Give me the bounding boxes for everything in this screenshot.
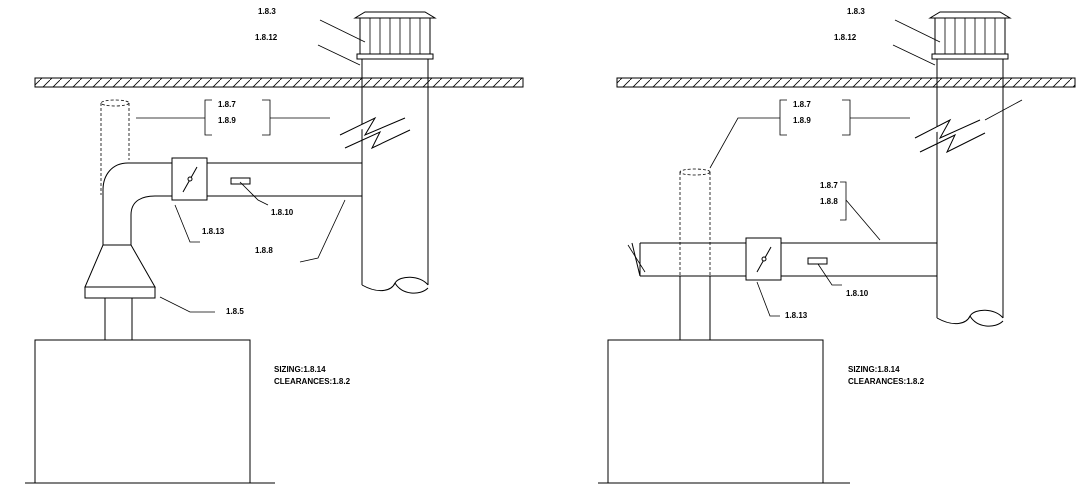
draft-hood-left <box>84 244 156 340</box>
label-bracket2-left: 1.8.9 <box>218 116 236 125</box>
label-flashing-right: 1.8.12 <box>834 33 857 42</box>
label-bracket2-right: 1.8.9 <box>793 116 811 125</box>
label-cap-right: 1.8.3 <box>847 7 865 16</box>
label-draft-hood-left: 1.8.5 <box>226 307 244 316</box>
rain-cap-right <box>928 11 1012 60</box>
roof-right <box>616 77 1076 88</box>
label-draft-gauge-left: 1.8.10 <box>271 208 294 217</box>
label-damper-right: 1.8.13 <box>785 311 808 320</box>
appliance-right <box>607 339 824 484</box>
label-flashing-left: 1.8.12 <box>255 33 278 42</box>
draft-gauge-left <box>230 177 251 185</box>
rain-cap-left <box>353 11 437 60</box>
label-sizing-left: SIZING:1.8.14 <box>274 365 326 374</box>
left-detail: 1.8.3 1.8.12 1.8.7 1.8.9 1.8.10 1.8.13 1… <box>25 7 524 484</box>
label-conn2-right: 1.8.8 <box>820 197 838 206</box>
appliance-left <box>34 339 251 484</box>
label-sizing-right: SIZING:1.8.14 <box>848 365 900 374</box>
label-bracket1-right: 1.8.7 <box>793 100 811 109</box>
label-bracket1-left: 1.8.7 <box>218 100 236 109</box>
label-connector-left: 1.8.8 <box>255 246 273 255</box>
label-draft-gauge-right: 1.8.10 <box>846 289 869 298</box>
roof-left <box>34 77 524 88</box>
label-cap-left: 1.8.3 <box>258 7 276 16</box>
label-clearances-right: CLEARANCES:1.8.2 <box>848 377 925 386</box>
right-detail: 1.8.3 1.8.12 1.8.7 1.8.9 1.8.7 1.8.8 1.8… <box>598 7 1076 484</box>
label-damper-left: 1.8.13 <box>202 227 225 236</box>
label-conn1-right: 1.8.7 <box>820 181 838 190</box>
label-clearances-left: CLEARANCES:1.8.2 <box>274 377 351 386</box>
dashed-vent-right <box>679 168 711 275</box>
vertical-vent-left <box>339 59 429 294</box>
horizontal-connector-right <box>627 237 937 340</box>
dashed-vent-left <box>100 99 130 195</box>
horizontal-connector-left <box>102 157 362 245</box>
draft-gauge-right <box>807 257 828 265</box>
vertical-vent-right <box>914 59 1023 327</box>
